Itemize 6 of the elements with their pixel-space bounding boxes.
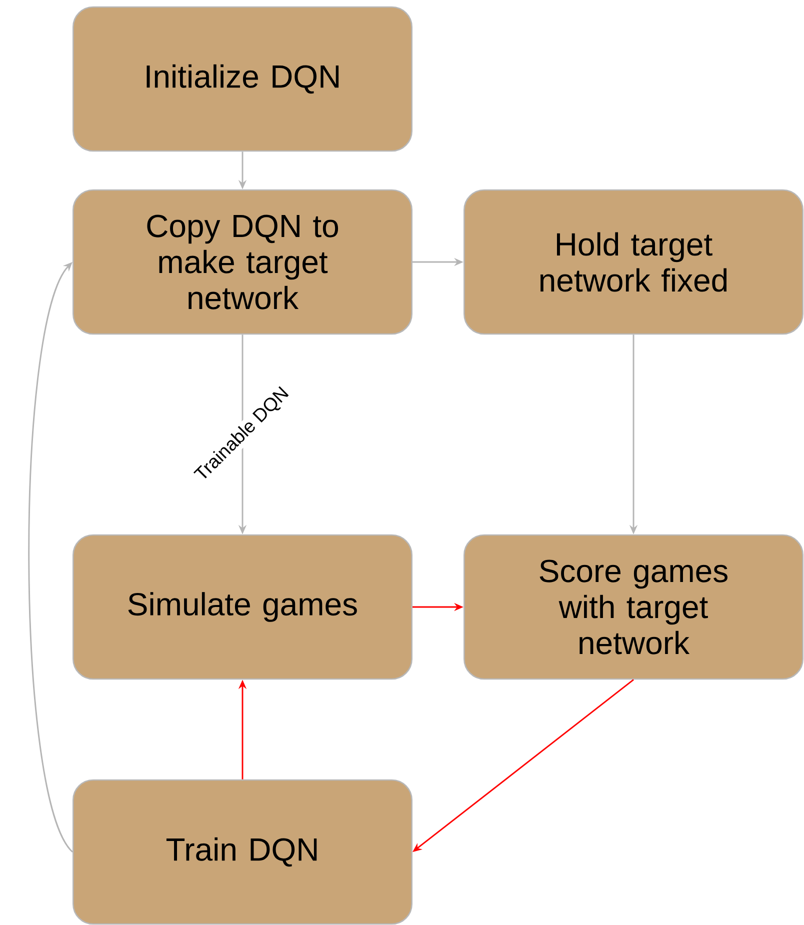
process-box: Hold target network fixed [464, 189, 804, 335]
process-box: Initialize DQN [72, 6, 412, 152]
process-box: Simulate games [72, 534, 412, 680]
process-box: Train DQN [72, 779, 412, 925]
process-box: Copy DQN to make target network [72, 189, 412, 335]
process-box: Score games with target network [464, 534, 804, 680]
